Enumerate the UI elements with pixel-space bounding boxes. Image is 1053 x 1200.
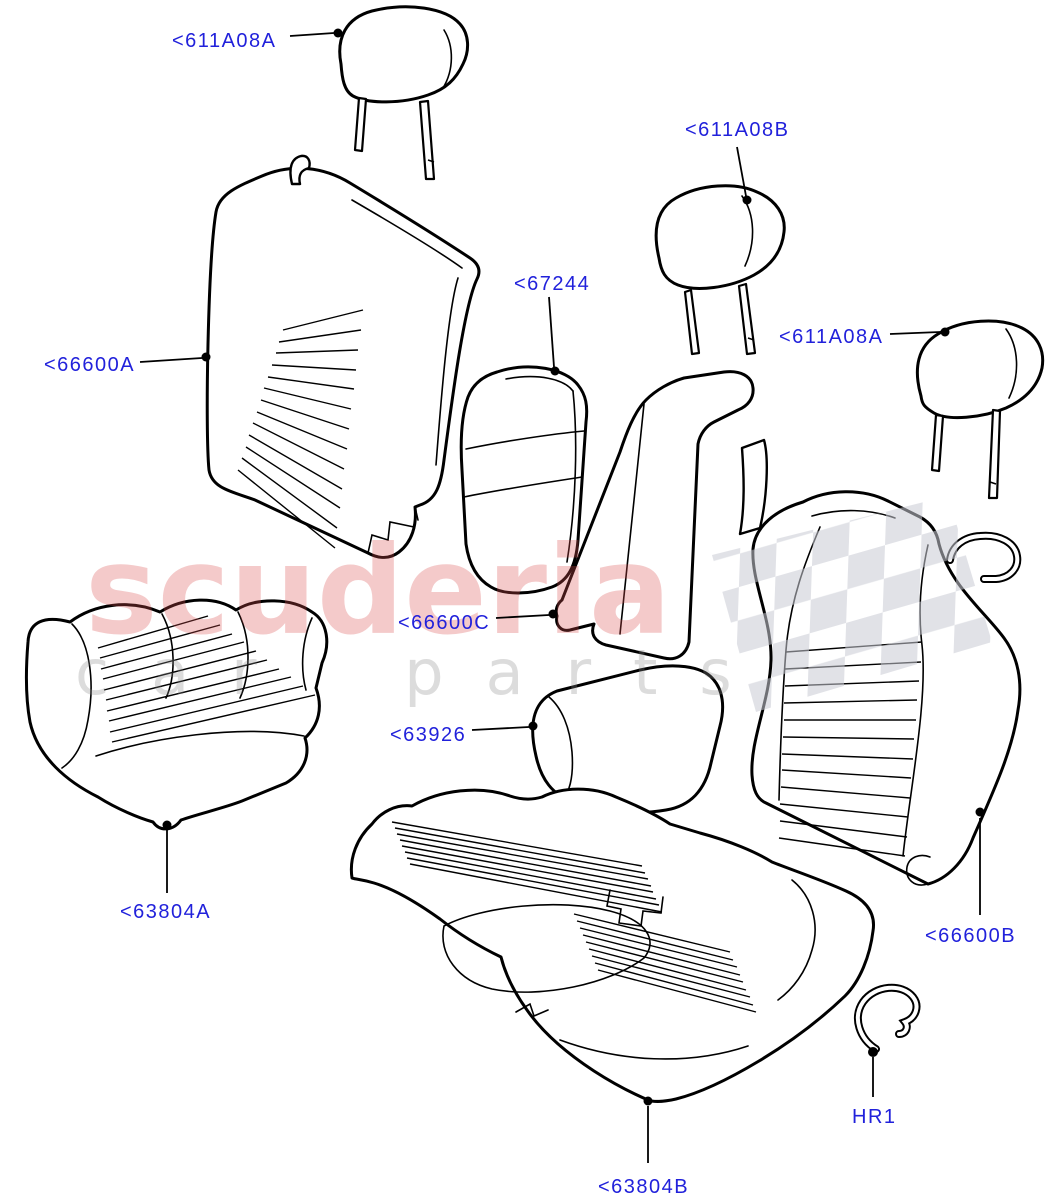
leader-dot: [333, 28, 343, 38]
part-label-headrest-center[interactable]: <611A08B: [685, 119, 790, 141]
seatback-left-drawing: [205, 154, 481, 559]
armrest-drawing: [459, 365, 589, 595]
seatback-ribs: [237, 309, 364, 549]
callout-hook: HR1: [852, 1047, 897, 1128]
watermark: scuderia car parts: [75, 496, 992, 712]
retainer-hook-drawing: [854, 983, 921, 1053]
seatback-center-panel-drawing: [554, 370, 768, 661]
watermark-secondary: car parts: [75, 636, 774, 709]
seatback-top-tab: [289, 154, 311, 186]
cushion-ribs-front: [573, 913, 757, 1013]
leader-dot: [550, 366, 560, 376]
part-label-seatback-left[interactable]: <66600A: [44, 354, 135, 376]
panel-side-strip: [738, 438, 768, 536]
seatback-outline: [205, 166, 481, 559]
callout-seatback-right: <66600B: [925, 807, 1016, 947]
headrest-post: [987, 408, 1002, 500]
leader-dot: [548, 609, 558, 619]
part-label-headrest-left[interactable]: <611A08A: [172, 30, 277, 52]
cushion-outline: [349, 787, 876, 1103]
watermark-primary: scuderia: [85, 520, 671, 662]
leader-dot: [528, 721, 538, 731]
callout-seatback-center: <66600C: [398, 609, 558, 634]
headrest-center-drawing: [654, 184, 786, 356]
headrest-post: [683, 288, 701, 356]
headrest-post: [930, 413, 945, 473]
part-label-cushion-rear[interactable]: <63804B: [598, 1176, 689, 1198]
headrest-left-drawing: [338, 5, 469, 181]
callouts: <611A08A <611A08B <611A08A <67244 <66600…: [44, 28, 1016, 1198]
callout-cushion-pad: <63926: [390, 721, 538, 746]
callout-headrest-right: <611A08A: [779, 326, 950, 348]
leader-dot: [742, 195, 752, 205]
callout-headrest-center: <611A08B: [685, 119, 790, 205]
part-label-seatback-right[interactable]: <66600B: [925, 925, 1016, 947]
callout-cushion-left: <63804A: [120, 820, 211, 923]
headrest-pillow: [654, 184, 786, 290]
cushion-left-drawing: [24, 598, 329, 831]
cushion-rear-drawing: [349, 787, 876, 1103]
cushion-ribs: [97, 615, 316, 743]
line-art: [24, 5, 1045, 1103]
callout-seatback-left: <66600A: [44, 352, 211, 376]
armrest-outline: [459, 365, 589, 595]
headrest-pillow: [915, 319, 1045, 419]
headrest-right-drawing: [915, 319, 1045, 500]
callout-armrest: <67244: [514, 273, 590, 376]
leader-dot: [975, 807, 985, 817]
part-label-cushion-left[interactable]: <63804A: [120, 901, 211, 923]
cushion-ribs-rear: [391, 821, 663, 913]
leader-dot: [940, 327, 950, 337]
part-label-cushion-pad[interactable]: <63926: [390, 724, 466, 746]
leader-dot: [643, 1096, 653, 1106]
part-label-seatback-center[interactable]: <66600C: [398, 612, 490, 634]
callout-headrest-left: <611A08A: [172, 28, 343, 52]
headrest-post: [418, 99, 436, 181]
leader-dot: [162, 820, 172, 830]
headrest-pillow: [338, 5, 469, 104]
headrest-post: [353, 96, 368, 153]
panel-outline: [554, 370, 755, 661]
headrest-post: [737, 282, 757, 356]
leader-dot: [201, 352, 211, 362]
part-label-armrest[interactable]: <67244: [514, 273, 590, 295]
leader-dot: [868, 1047, 878, 1057]
part-label-headrest-right[interactable]: <611A08A: [779, 326, 884, 348]
callout-cushion-rear: <63804B: [598, 1096, 689, 1198]
part-label-hook[interactable]: HR1: [852, 1106, 897, 1128]
checkered-flag-watermark: [712, 496, 992, 712]
